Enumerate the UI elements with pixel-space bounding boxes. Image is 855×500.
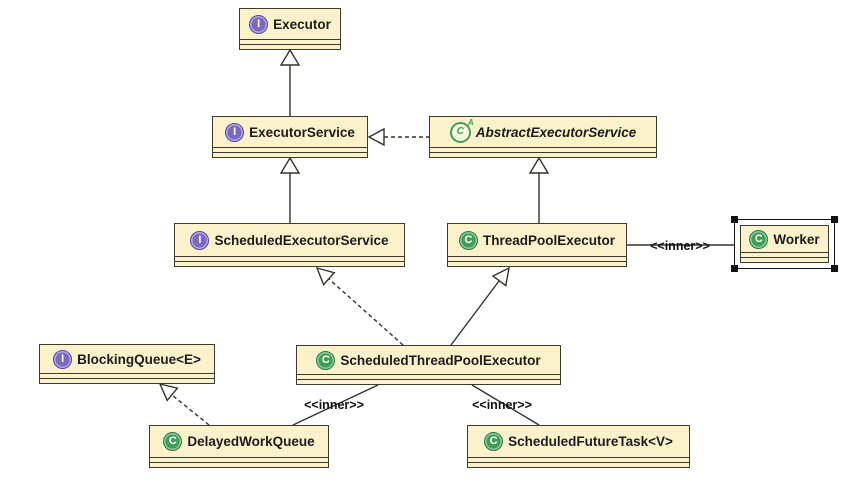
class-node-thread-pool-executor[interactable]: C ThreadPoolExecutor <box>447 223 627 267</box>
extends-edge-scheduledexecutorservice-executorservice[interactable] <box>279 156 301 223</box>
methods-compartment <box>430 152 656 157</box>
class-name-label: ScheduledFutureTask<V> <box>508 434 673 449</box>
extends-edge-executorservice-executor[interactable] <box>279 48 301 116</box>
class-node-scheduled-thread-pool-executor[interactable]: C ScheduledThreadPoolExecutor <box>296 345 561 385</box>
fields-compartment <box>150 457 328 462</box>
class-icon: C <box>316 350 336 370</box>
class-node-executor[interactable]: I Executor <box>239 8 341 50</box>
methods-compartment <box>150 462 328 467</box>
methods-compartment <box>448 261 626 266</box>
methods-compartment <box>468 462 689 467</box>
class-icon: C <box>749 229 769 249</box>
fields-compartment <box>40 373 214 378</box>
inner-edge-stpe-delayedworkqueue[interactable]: <<inner>> <box>292 384 379 426</box>
class-name-label: BlockingQueue<E> <box>77 351 201 367</box>
class-name-label: DelayedWorkQueue <box>187 434 315 449</box>
class-title: I Executor <box>240 9 340 39</box>
fields-compartment <box>448 256 626 261</box>
class-icon: C <box>484 432 504 451</box>
class-title: C DelayedWorkQueue <box>150 426 328 457</box>
implements-edge-abstractexecutorservice-executorservice[interactable] <box>367 127 429 147</box>
interface-icon: I <box>225 122 245 142</box>
implements-edge-stpe-scheduledexecutorservice[interactable] <box>315 266 404 346</box>
methods-compartment <box>741 257 828 262</box>
interface-icon: I <box>53 349 73 369</box>
class-title: C Worker <box>741 226 828 252</box>
class-title: C ScheduledFutureTask<V> <box>468 426 689 457</box>
implements-edge-delayedworkqueue-blockingqueue[interactable] <box>158 382 210 426</box>
fields-compartment <box>468 457 689 462</box>
class-node-executor-service[interactable]: I ExecutorService <box>212 116 368 158</box>
class-title: I ExecutorService <box>213 117 367 147</box>
class-node-blocking-queue[interactable]: I BlockingQueue<E> <box>39 344 215 384</box>
class-title: I ScheduledExecutorService <box>175 224 404 256</box>
methods-compartment <box>240 44 340 49</box>
class-node-delayed-work-queue[interactable]: C DelayedWorkQueue <box>149 425 329 468</box>
selection-handle-top-right[interactable] <box>831 216 838 223</box>
selection-handle-top-left[interactable] <box>731 216 738 223</box>
inner-edge-threadpoolexecutor-worker[interactable]: <<inner>> <box>627 239 734 253</box>
class-node-scheduled-executor-service[interactable]: I ScheduledExecutorService <box>174 223 405 267</box>
class-node-worker[interactable]: C Worker <box>740 225 829 263</box>
class-title: I BlockingQueue<E> <box>40 345 214 373</box>
class-node-scheduled-future-task[interactable]: C ScheduledFutureTask<V> <box>467 425 690 468</box>
fields-compartment <box>297 374 560 379</box>
interface-icon: I <box>190 230 210 250</box>
class-name-label: Executor <box>273 16 331 32</box>
class-name-label: AbstractExecutorService <box>475 124 637 140</box>
fields-compartment <box>240 39 340 44</box>
class-name-label: ExecutorService <box>249 124 355 140</box>
class-icon: C <box>163 432 183 451</box>
interface-icon: I <box>249 14 269 34</box>
methods-compartment <box>213 152 367 157</box>
fields-compartment <box>175 256 404 261</box>
extends-edge-threadpoolexecutor-abstractexecutorservice[interactable] <box>528 156 550 223</box>
inner-edge-stpe-scheduledfuturetask[interactable]: <<inner>> <box>471 384 540 426</box>
class-name-label: ThreadPoolExecutor <box>482 232 616 248</box>
class-name-label: ScheduledThreadPoolExecutor <box>340 352 541 368</box>
class-name-label: Worker <box>773 231 820 247</box>
selection-frame[interactable] <box>731 216 838 272</box>
methods-compartment <box>40 378 214 383</box>
methods-compartment <box>175 261 404 266</box>
class-title: C ScheduledThreadPoolExecutor <box>297 346 560 374</box>
class-title: C ThreadPoolExecutor <box>448 224 626 256</box>
selection-handle-bottom-right[interactable] <box>831 265 838 272</box>
class-name-label: ScheduledExecutorService <box>214 232 389 248</box>
inner-stereotype-label: <<inner>> <box>304 398 364 412</box>
methods-compartment <box>297 379 560 384</box>
fields-compartment <box>213 147 367 152</box>
fields-compartment <box>741 252 828 257</box>
abstract-marker: A <box>467 117 474 127</box>
extends-edge-stpe-threadpoolexecutor[interactable] <box>450 266 510 346</box>
selection-handle-bottom-left[interactable] <box>731 265 738 272</box>
inner-stereotype-label: <<inner>> <box>472 398 532 412</box>
class-icon: C <box>458 230 478 250</box>
fields-compartment <box>430 147 656 152</box>
inner-stereotype-label: <<inner>> <box>650 239 710 253</box>
